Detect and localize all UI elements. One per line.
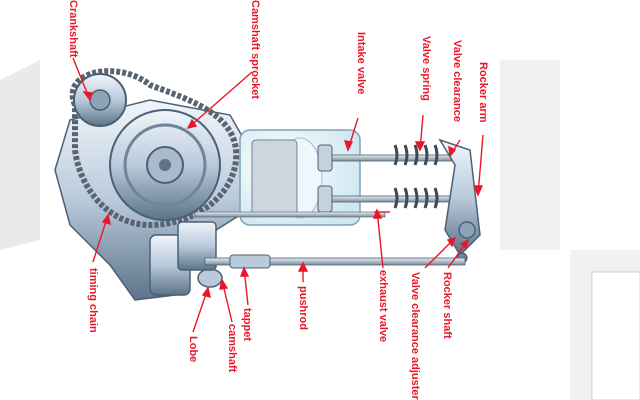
label-valve-clearance: Valve clearance [451, 40, 463, 122]
intake-valve-stem [319, 154, 461, 162]
cam-lobe [197, 268, 223, 288]
backdrop-shape-left [0, 60, 40, 250]
label-valve-clearance-adjuster: Valve clearance adjuster [409, 272, 421, 400]
label-pushrod: pushrod [297, 286, 309, 330]
backdrop-shape-right [500, 60, 560, 250]
camshaft-sprocket-ring [123, 123, 207, 207]
leader-lines [72, 57, 484, 333]
exhaust-valve-stem [319, 195, 461, 203]
pushrod-sleeve [229, 254, 271, 269]
piston [251, 139, 298, 216]
label-rocker-arm: Rocker arm [477, 62, 489, 123]
crankshaft-hub [89, 89, 111, 111]
label-intake-valve: Intake valve [355, 32, 367, 94]
label-tappet: tappet [241, 308, 253, 341]
camshaft-sprocket-bolt [159, 159, 171, 171]
label-valve-spring: Valve spring [420, 36, 432, 101]
intake-valve-head [317, 144, 333, 172]
label-rocker-shaft: Rocker shaft [441, 272, 453, 339]
label-camshaft: camshaft [226, 324, 238, 373]
photo-frame-fragment [591, 271, 640, 400]
label-lobe: Lobe [187, 336, 199, 362]
timing-chain [69, 68, 240, 229]
intake-valve-spring [393, 144, 439, 166]
label-timing-chain: timing chain [87, 268, 99, 333]
label-camshaft-sprocket: Camshaft sprocket [249, 0, 261, 99]
rocker-shaft [458, 221, 476, 239]
label-valve-clearance-adjuster-text: Valve clearance adjuster [409, 272, 421, 400]
exhaust-valve-head [317, 185, 333, 213]
label-crankshaft: Crankshaft [67, 0, 79, 58]
pushrod [204, 257, 466, 266]
lower-rod [194, 211, 386, 218]
exhaust-valve-spring [393, 187, 439, 209]
label-exhaust-valve: exhaust valve [377, 270, 389, 342]
